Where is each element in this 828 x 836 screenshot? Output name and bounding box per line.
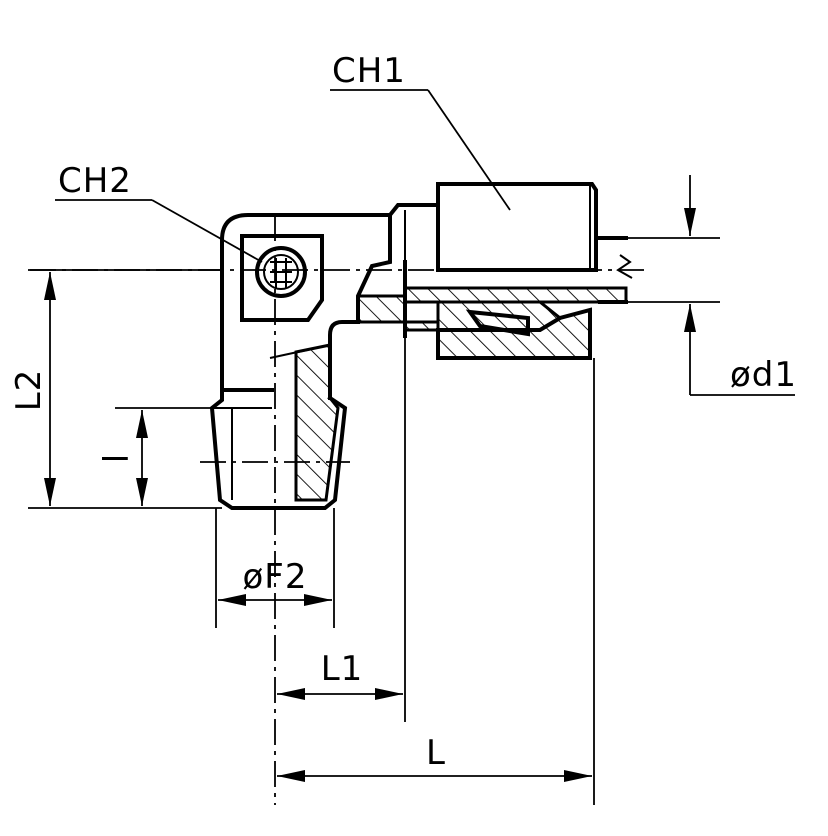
label-l2: L2 [9,369,49,412]
elbow-body [220,213,392,400]
stud-outline [209,388,348,510]
dimensions [28,89,795,805]
label-f2: øF2 [243,557,308,597]
nut-upper [436,182,598,272]
ch1-leader [427,89,511,211]
label-ch1: CH1 [332,51,406,91]
compression-assembly [356,182,633,360]
tube-break [616,254,633,279]
bore-edge [269,344,331,359]
label-l: l [97,453,137,463]
threaded-stud [209,343,348,510]
label-ch2: CH2 [58,161,132,201]
ch2-flat [240,234,324,322]
ch2-leader [151,199,263,263]
label-l1: L1 [321,649,364,689]
body-outline [220,213,392,400]
tube-wall-hatch [403,286,628,304]
manufacturer-logo [255,246,307,298]
label-d1: ød1 [730,355,797,395]
spigot-top [387,203,440,264]
label-L: L [426,733,446,773]
labels: CH1 CH2 L2 l øF2 L1 L ød1 [9,51,797,773]
nut-section-hatch [436,307,592,360]
